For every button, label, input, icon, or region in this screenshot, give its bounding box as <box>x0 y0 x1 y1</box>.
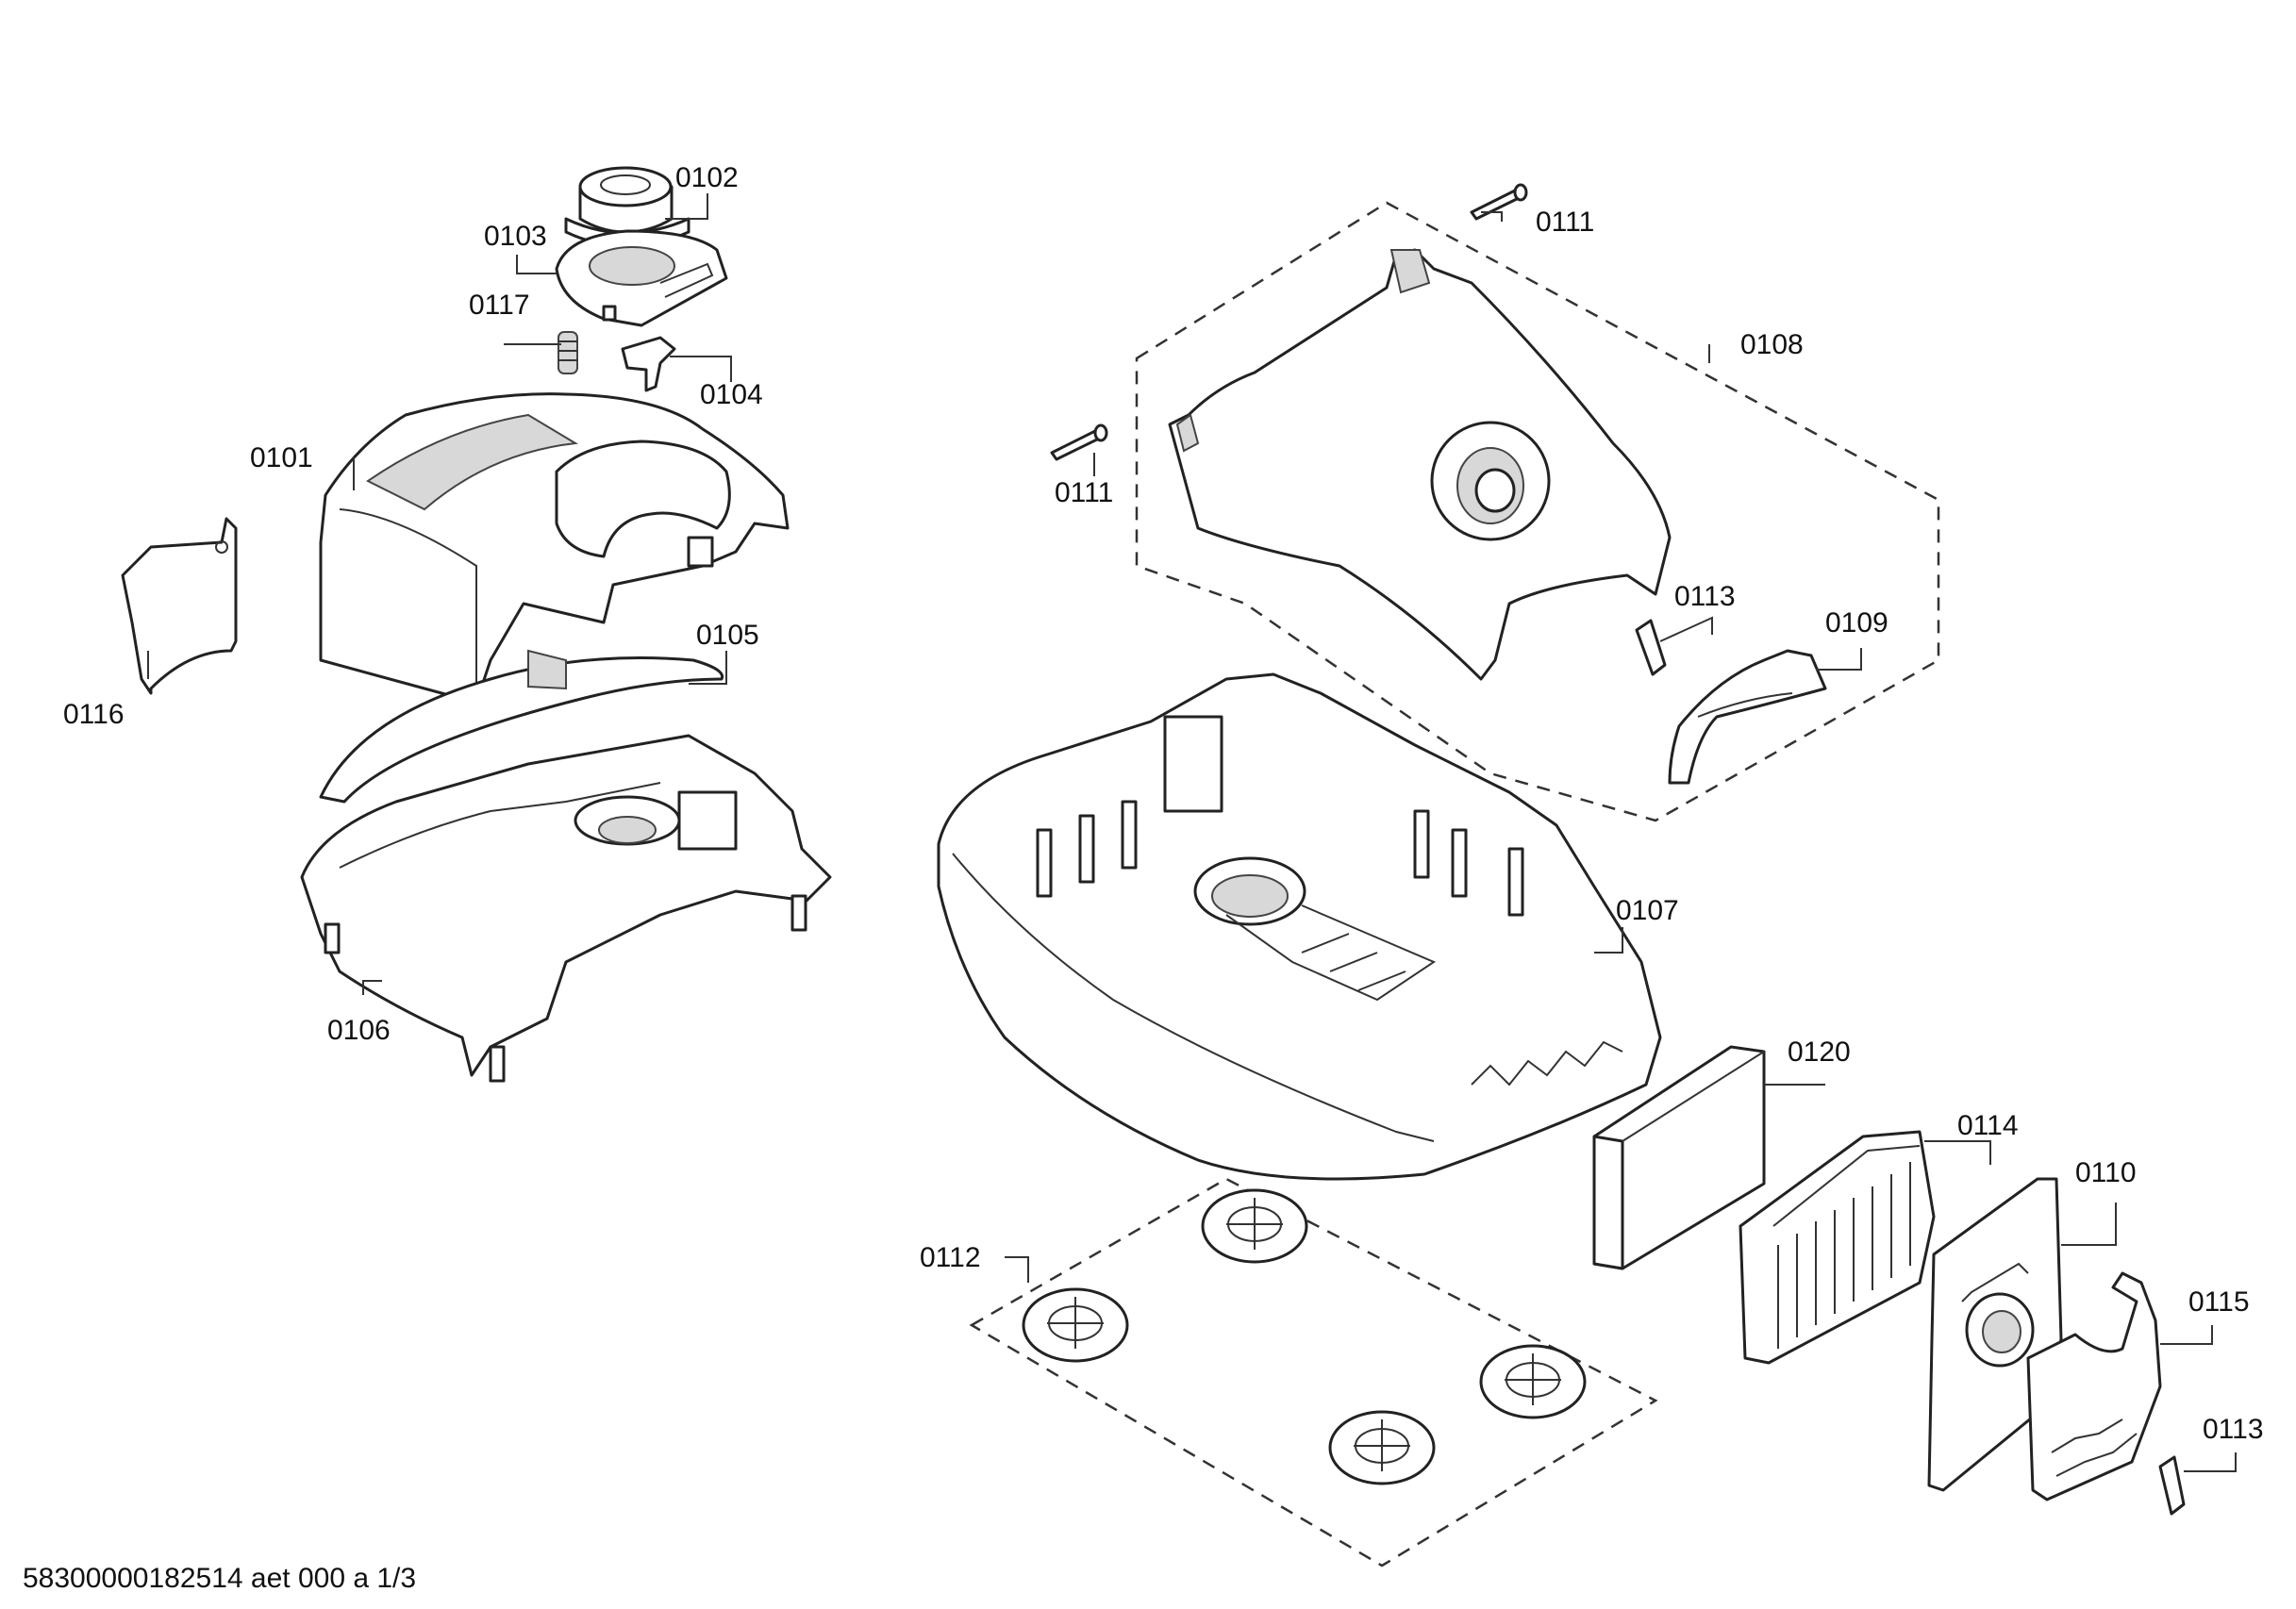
part-0120-filter <box>1592 1045 1766 1270</box>
label-0102: 0102 <box>675 162 739 193</box>
part-0113-pad-upper <box>1635 619 1667 676</box>
label-0108: 0108 <box>1740 329 1804 360</box>
part-0104-clip <box>621 336 676 392</box>
leader-lines <box>147 193 2237 1472</box>
label-0120: 0120 <box>1788 1037 1851 1068</box>
label-0113-upper: 0113 <box>1674 581 1736 612</box>
label-0117: 0117 <box>469 290 530 321</box>
label-0106: 0106 <box>327 1015 391 1046</box>
group-0108-outline <box>1135 201 1940 822</box>
label-0107: 0107 <box>1616 895 1679 926</box>
part-0110-bag-plate <box>1927 1177 2063 1492</box>
part-0115-holder <box>2026 1271 2162 1501</box>
label-0115: 0115 <box>2188 1286 2250 1318</box>
part-0106-motor-housing <box>300 734 832 1083</box>
label-0111-top: 0111 <box>1536 207 1594 238</box>
part-0113-pad-lower <box>2158 1455 2186 1516</box>
label-0105: 0105 <box>696 620 759 651</box>
label-0116: 0116 <box>63 699 125 730</box>
part-0102-knob <box>564 166 690 248</box>
part-0112-foot-3 <box>1479 1344 1587 1419</box>
group-0112-outline <box>969 1177 1658 1568</box>
footer-reference: 58300000182514 aet 000 a 1/3 <box>23 1563 416 1594</box>
label-0103: 0103 <box>484 221 547 252</box>
part-0117-spring <box>557 331 578 374</box>
label-0104: 0104 <box>700 379 763 410</box>
label-0101: 0101 <box>250 442 313 473</box>
label-0114: 0114 <box>1957 1110 2019 1141</box>
part-0112-foot-4 <box>1328 1410 1436 1485</box>
part-0107-base-body <box>937 672 1662 1181</box>
label-0110: 0110 <box>2075 1157 2137 1188</box>
part-0112-foot-1 <box>1201 1188 1308 1264</box>
part-0116-side-bracket <box>121 517 238 695</box>
part-0103-ring-plate <box>555 229 728 327</box>
part-0111-screw-left <box>1050 423 1108 461</box>
part-0105-gasket <box>319 649 724 804</box>
part-0112-foot-2 <box>1022 1287 1129 1363</box>
part-0101-top-cover <box>319 392 790 705</box>
label-0112: 0112 <box>920 1242 981 1273</box>
part-0111-screw-top <box>1470 183 1528 221</box>
part-0114-grille <box>1739 1130 1936 1365</box>
label-0109: 0109 <box>1825 607 1888 639</box>
part-0108-lid <box>1168 248 1672 681</box>
label-0113-lower: 0113 <box>2203 1414 2264 1445</box>
label-0111-left: 0111 <box>1055 477 1113 508</box>
part-0109-handle <box>1668 649 1827 785</box>
